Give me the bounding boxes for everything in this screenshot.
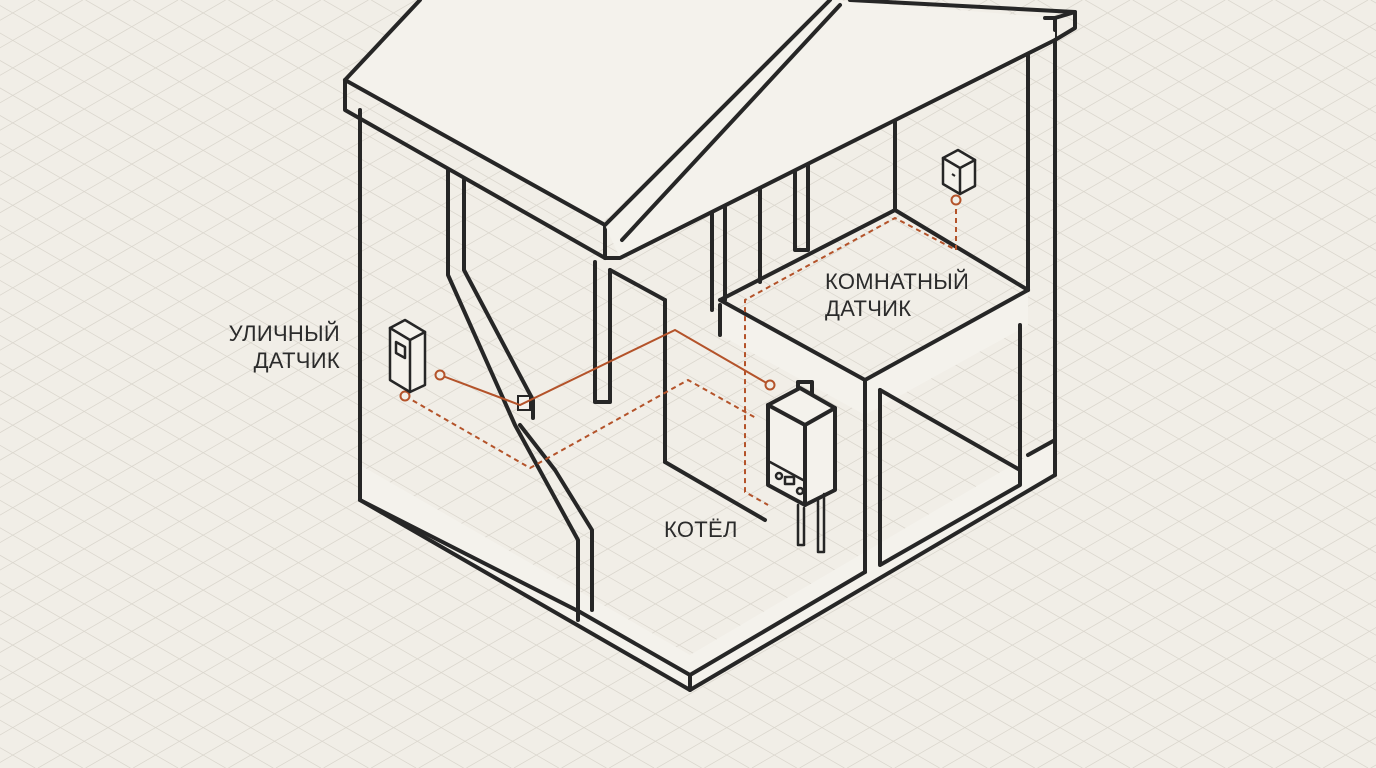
grid-line bbox=[1227, 682, 1376, 768]
outdoor-sensor-return-wire bbox=[404, 378, 757, 470]
grid-line bbox=[1275, 0, 1376, 59]
grid-line bbox=[751, 407, 1376, 768]
grid-line bbox=[0, 0, 1226, 708]
boiler-label: КОТЁЛ bbox=[664, 517, 738, 542]
grid-line bbox=[0, 0, 84, 49]
grid-line bbox=[894, 0, 1376, 279]
grid-line bbox=[0, 554, 369, 768]
grid-line bbox=[0, 444, 560, 768]
grid-line bbox=[1180, 654, 1376, 768]
grid-line bbox=[0, 0, 36, 21]
outdoor-sensor-wire bbox=[439, 328, 771, 407]
grid-line bbox=[0, 389, 655, 768]
grid-line bbox=[989, 0, 1376, 224]
grid-line bbox=[1037, 0, 1376, 196]
grid-line bbox=[0, 0, 131, 76]
room-sensor-label-line1: КОМНАТНЫЙ bbox=[825, 269, 970, 294]
grid-line bbox=[942, 517, 1376, 768]
grid-line bbox=[1180, 0, 1376, 114]
room-sensor-label-line2: ДАТЧИК bbox=[825, 296, 912, 321]
outdoor-sensor-icon bbox=[388, 318, 427, 394]
grid-line bbox=[1322, 0, 1376, 31]
grid-line bbox=[561, 297, 1376, 768]
grid-line bbox=[0, 472, 512, 768]
grid-line bbox=[656, 352, 1376, 768]
room-sensor-node bbox=[950, 194, 962, 206]
attic-walls bbox=[710, 53, 1030, 312]
grid-line bbox=[799, 0, 1376, 334]
grid-line bbox=[275, 132, 1376, 768]
grid-line bbox=[0, 0, 369, 214]
grid-line bbox=[37, 0, 1369, 768]
room-sensor-label: КОМНАТНЫЙ ДАТЧИК bbox=[825, 268, 969, 322]
grid-line bbox=[608, 324, 1376, 768]
grid-line bbox=[1084, 0, 1376, 169]
grid-line bbox=[989, 544, 1376, 768]
grid-line bbox=[0, 0, 1274, 736]
outdoor-sensor-node-2 bbox=[399, 390, 411, 402]
grid-line bbox=[0, 0, 1178, 681]
grid-line bbox=[0, 719, 84, 768]
room-sensor-wire bbox=[744, 200, 957, 506]
grid-line bbox=[1227, 0, 1376, 86]
gas-boiler-icon bbox=[766, 380, 837, 554]
outdoor-sensor-label: УЛИЧНЫЙ ДАТЧИК bbox=[229, 320, 340, 374]
grid-line bbox=[0, 0, 607, 351]
grid-line bbox=[0, 527, 417, 768]
grid-line bbox=[1037, 572, 1376, 768]
grid-line bbox=[0, 417, 607, 768]
boiler-node bbox=[764, 379, 776, 391]
left-wall bbox=[358, 116, 582, 614]
grid-line bbox=[0, 609, 274, 768]
grid-line bbox=[0, 0, 417, 241]
grid-line bbox=[323, 159, 1376, 768]
grid-line bbox=[1370, 764, 1376, 768]
grid-line bbox=[846, 462, 1376, 768]
grid-line bbox=[1084, 599, 1376, 768]
grid-line bbox=[0, 0, 1321, 763]
grid-line bbox=[0, 0, 512, 296]
roof bbox=[343, 0, 1077, 260]
grid-line bbox=[0, 0, 322, 186]
grid-line bbox=[0, 0, 464, 269]
grid-line bbox=[846, 0, 1376, 306]
upper-floor bbox=[718, 208, 1030, 574]
grid-line bbox=[799, 434, 1376, 768]
wiring bbox=[399, 194, 962, 506]
outdoor-sensor-label-line1: УЛИЧНЫЙ bbox=[228, 321, 340, 346]
grid-line bbox=[0, 0, 274, 159]
grid-line bbox=[751, 0, 1376, 361]
grid-line bbox=[1370, 0, 1376, 4]
grid-line bbox=[0, 637, 226, 768]
grid-line bbox=[894, 489, 1376, 768]
outdoor-sensor-label-line2: ДАТЧИК bbox=[253, 348, 340, 373]
grid-line bbox=[85, 22, 1376, 768]
interior-walls bbox=[593, 260, 767, 522]
grid-line bbox=[942, 0, 1376, 251]
grid-line bbox=[1275, 709, 1376, 768]
grid-line bbox=[0, 499, 464, 768]
grid-line bbox=[1322, 737, 1376, 768]
right-wall bbox=[1026, 28, 1057, 477]
grid-line bbox=[0, 692, 131, 768]
grid-line bbox=[0, 582, 322, 768]
floor-slab bbox=[358, 440, 1057, 692]
grid-line bbox=[1132, 627, 1376, 768]
grid-line bbox=[370, 187, 1376, 768]
grid-line bbox=[0, 0, 560, 324]
room-thermostat-icon bbox=[941, 148, 977, 196]
grid-line bbox=[466, 242, 1376, 768]
grid-line bbox=[1132, 0, 1376, 141]
outdoor-sensor-node bbox=[434, 369, 446, 381]
grid-line bbox=[704, 379, 1376, 768]
grid-line bbox=[0, 0, 226, 131]
grid-line bbox=[0, 747, 36, 768]
